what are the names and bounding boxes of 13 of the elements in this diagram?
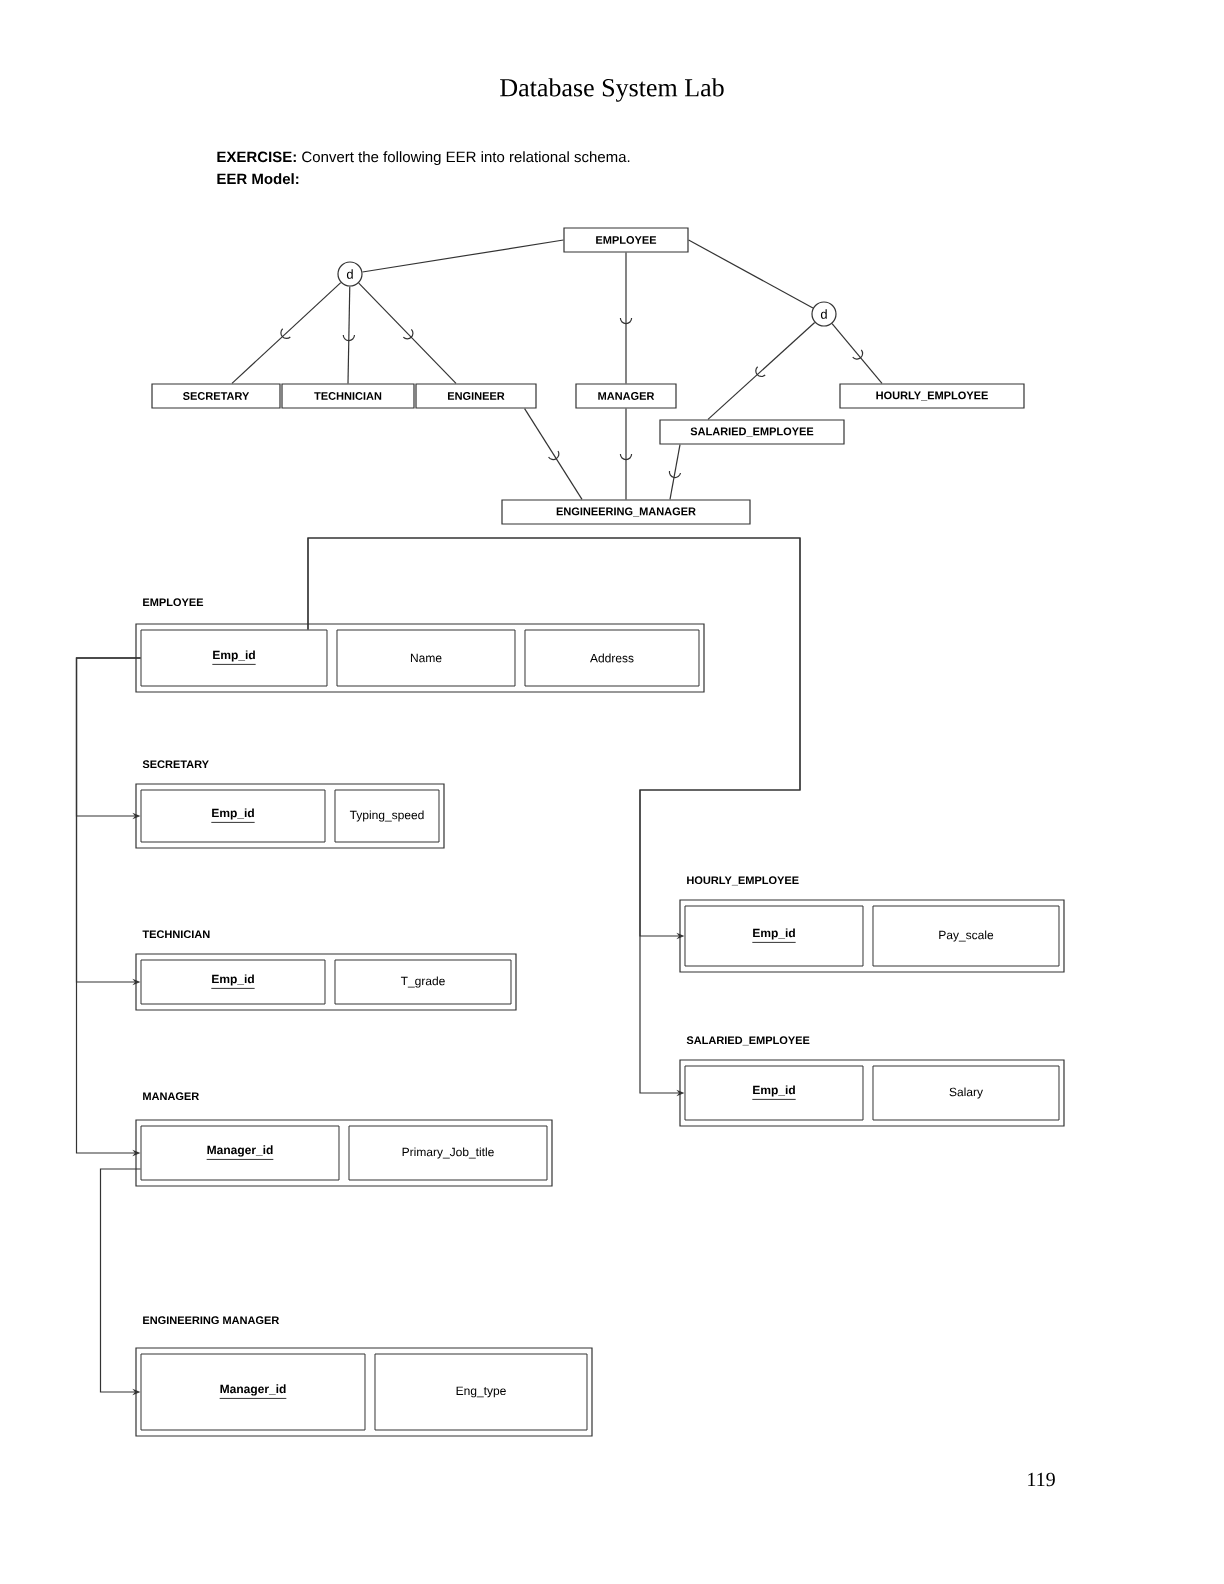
subclass-line <box>358 282 457 384</box>
subclass-line <box>619 408 633 500</box>
subclass-line <box>231 281 342 384</box>
subclass-line <box>707 321 816 420</box>
connector-line <box>361 239 564 273</box>
subclass-line <box>524 408 583 500</box>
subclass-line <box>342 286 356 384</box>
subclass-line <box>619 252 633 384</box>
subclass-line <box>668 444 682 500</box>
page-title: Database System Lab <box>500 78 724 102</box>
page-number: 119 <box>1028 1472 1055 1487</box>
connector-line <box>688 239 814 309</box>
subclass-line <box>831 323 883 384</box>
